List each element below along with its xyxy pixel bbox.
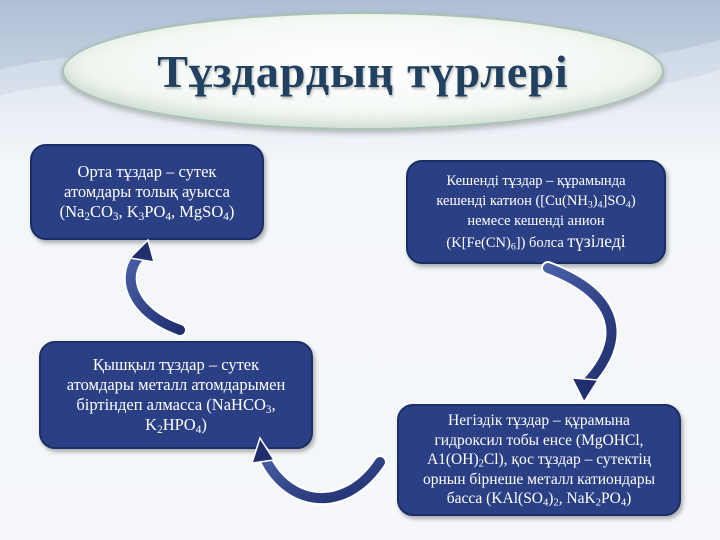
normal-salts-box: Орта тұздар – сутек атомдары толық ауысс… [30,144,264,240]
basic-salts-text: Негіздік тұздар – құрамына гидроксил тоб… [422,412,655,509]
complex-salts-text: Кешенді тұздар – құрамында кешенді катио… [436,173,636,253]
complex-salts-box: Кешенді тұздар – құрамында кешенді катио… [406,160,666,264]
basic-salts-box: Негіздік тұздар – құрамына гидроксил тоб… [397,404,681,516]
title-oval: Тұздардың түрлері [62,12,664,130]
normal-salts-text: Орта тұздар – сутек атомдары толық ауысс… [59,162,235,223]
acid-salts-text: Қышқыл тұздар – сутек атомдары металл ат… [66,355,286,436]
acid-salts-box: Қышқыл тұздар – сутек атомдары металл ат… [39,341,313,449]
page-title: Тұздардың түрлері [157,45,569,97]
